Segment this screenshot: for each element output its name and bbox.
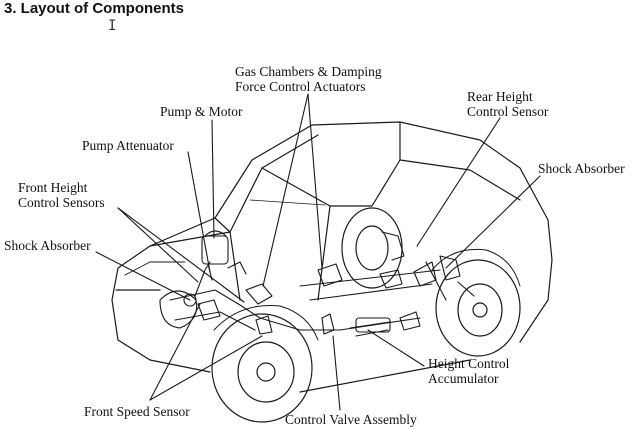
label-pump-attenuator: Pump Attenuator bbox=[82, 138, 174, 153]
suspension-components bbox=[159, 230, 475, 337]
label-height-control-accumulator: Height Control Accumulator bbox=[428, 356, 509, 386]
front-wheel bbox=[211, 305, 319, 423]
rear-inner-wheel bbox=[341, 207, 403, 289]
label-rear-height-line1: Rear Height bbox=[467, 89, 533, 104]
label-pump-motor: Pump & Motor bbox=[160, 104, 243, 119]
label-gas-chambers-line1: Gas Chambers & Damping bbox=[235, 64, 382, 79]
page-title: 3. Layout of Components bbox=[4, 0, 184, 17]
label-front-height-line1: Front Height bbox=[18, 180, 88, 195]
label-rear-height-line2: Control Sensor bbox=[467, 104, 549, 119]
rear-wheel bbox=[431, 248, 521, 357]
text-cursor-icon: I bbox=[108, 18, 117, 34]
label-front-speed-sensor: Front Speed Sensor bbox=[84, 404, 190, 419]
label-shock-absorber-rear: Shock Absorber bbox=[538, 161, 625, 176]
label-accumulator-line2: Accumulator bbox=[428, 371, 499, 386]
label-accumulator-line1: Height Control bbox=[428, 356, 510, 371]
label-rear-height-sensor: Rear Height Control Sensor bbox=[467, 89, 548, 119]
label-front-height-sensors: Front Height Control Sensors bbox=[18, 180, 105, 210]
leader-lines bbox=[95, 93, 541, 411]
label-shock-absorber-front: Shock Absorber bbox=[4, 238, 91, 253]
vehicle-body bbox=[111, 121, 553, 393]
label-gas-chambers-line2: Force Control Actuators bbox=[235, 79, 366, 94]
label-front-height-line2: Control Sensors bbox=[18, 195, 105, 210]
label-control-valve-assembly: Control Valve Assembly bbox=[285, 412, 417, 427]
label-gas-chambers: Gas Chambers & Damping Force Control Act… bbox=[235, 64, 382, 94]
